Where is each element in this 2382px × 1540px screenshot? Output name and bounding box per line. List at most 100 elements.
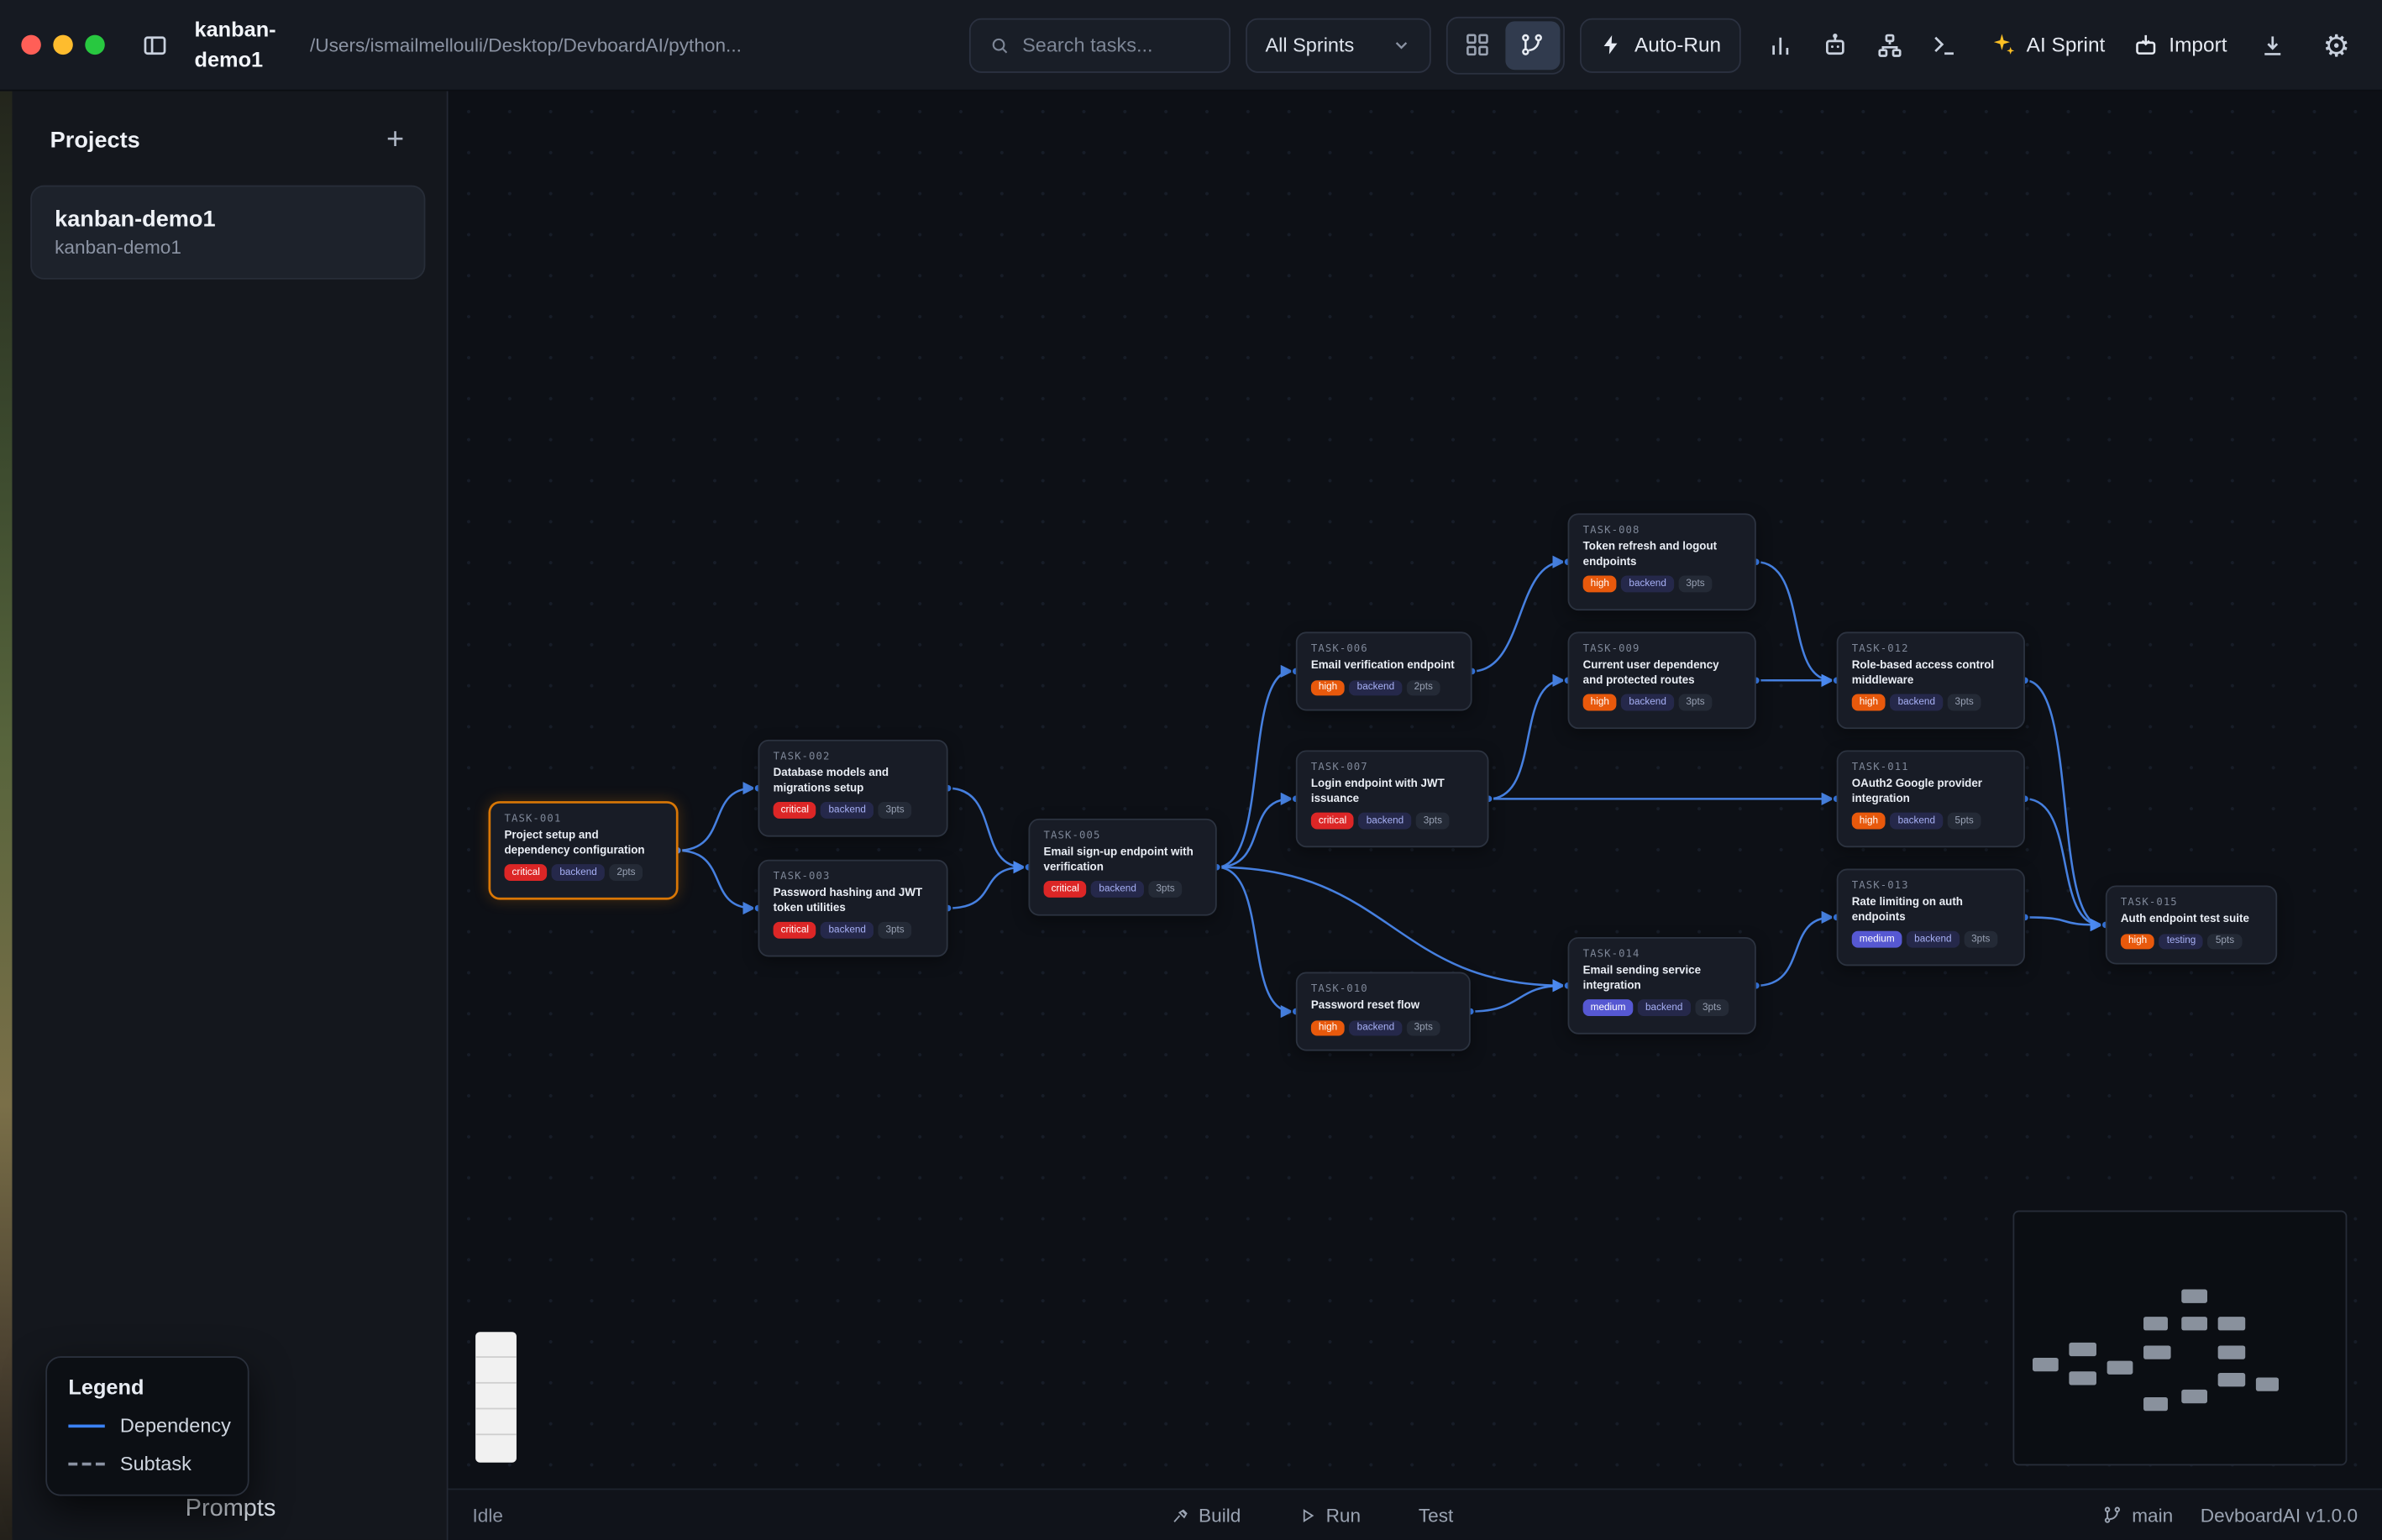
sidebar-item-label: Prompts [185, 1495, 276, 1522]
task-id: TASK-015 [2120, 896, 2178, 909]
chevron-down-icon [1395, 42, 1408, 50]
task-title: Project setup and dependency configurati… [504, 827, 645, 856]
task-title: Email sending service integration [1582, 962, 1702, 992]
run-button[interactable]: Run [1289, 1503, 1370, 1527]
legend-label: Dependency [119, 1413, 231, 1438]
import-label: Import [2169, 33, 2227, 56]
build-button[interactable]: Build [1162, 1503, 1251, 1527]
task-id: TASK-010 [1310, 982, 1368, 995]
play-icon [1303, 1508, 1314, 1522]
tag-badge: backend [1091, 881, 1144, 898]
legend-title: Legend [68, 1374, 144, 1399]
stats-panel-button[interactable] [1756, 20, 1805, 69]
task-id: TASK-013 [1851, 879, 1909, 892]
task-id: TASK-006 [1310, 642, 1368, 655]
minimap[interactable] [2012, 1210, 2348, 1466]
minimap-node [2181, 1289, 2208, 1303]
zoom-window-button[interactable] [85, 34, 105, 55]
priority-badge: critical [1043, 881, 1087, 898]
priority-badge: high [1851, 694, 1886, 711]
priority-badge: high [1582, 694, 1617, 711]
task-title: Current user dependency and protected ro… [1582, 657, 1719, 686]
tag-badge: testing [2159, 933, 2204, 951]
tag-badge: backend [1621, 575, 1674, 593]
agent-panel-button[interactable] [1811, 20, 1860, 69]
points-badge: 3pts [878, 922, 912, 939]
close-window-button[interactable] [21, 34, 41, 55]
legend-popup: Legend Dependency Subtask [45, 1356, 249, 1496]
ai-sprint-label: AI Sprint [2026, 33, 2106, 56]
add-project-button[interactable]: + [380, 124, 411, 155]
minimap-node [2033, 1357, 2059, 1371]
points-badge: 2pts [1406, 679, 1440, 697]
points-badge: 2pts [609, 864, 643, 882]
search-input[interactable]: Search tasks... [968, 17, 1230, 72]
test-button[interactable]: Test [1409, 1503, 1462, 1527]
minimize-window-button[interactable] [53, 34, 73, 55]
priority-badge: critical [1310, 813, 1355, 830]
tag-badge: backend [552, 864, 605, 882]
sidebar-item-prompts[interactable]: Prompts [186, 1496, 276, 1524]
minimap-node [2107, 1360, 2133, 1375]
points-badge: 3pts [1678, 575, 1713, 593]
project-title: kanban-demo1 [194, 16, 276, 71]
auto-run-button[interactable]: Auto-Run [1579, 17, 1741, 72]
graph-view-button[interactable] [1505, 20, 1561, 70]
project-list-item[interactable]: kanban-demo1 kanban-demo1 [30, 185, 426, 280]
project-path: /Users/ismailmellouli/Desktop/DevboardAI… [309, 34, 742, 56]
download-icon [2264, 35, 2281, 55]
minimap-node [2255, 1376, 2280, 1391]
statusbar: Idle Build Run Test main DevboardAI v1.0… [448, 1488, 2382, 1540]
tag-badge: backend [1358, 813, 1412, 830]
task-title: Password hashing and JWT token utilities [773, 885, 923, 914]
task-id: TASK-007 [1310, 761, 1368, 773]
download-button[interactable] [2248, 20, 2297, 69]
terminal-icon [1934, 35, 1954, 55]
priority-badge: medium [1582, 999, 1634, 1017]
ai-sprint-button[interactable]: AI Sprint [1984, 32, 2112, 58]
minimap-node [2070, 1342, 2096, 1357]
bot-icon [1825, 33, 1844, 55]
task-title: Rate limiting on auth endpoints [1851, 894, 1963, 923]
project-description: kanban-demo1 [55, 237, 181, 259]
points-badge: 3pts [1694, 999, 1729, 1017]
sidebar-toggle-button[interactable] [131, 20, 180, 69]
minimap-node [2070, 1370, 2096, 1385]
task-title: Database models and migrations setup [773, 765, 889, 794]
settings-button[interactable]: ⚙ [2312, 20, 2361, 69]
tag-badge: backend [1890, 694, 1944, 711]
workflow-panel-button[interactable] [1865, 20, 1914, 69]
task-id: TASK-009 [1582, 642, 1640, 655]
terminal-panel-button[interactable] [1920, 20, 1969, 69]
lightning-bolt-icon [1603, 35, 1618, 55]
git-branch-indicator[interactable]: main [2103, 1504, 2173, 1526]
sprint-filter-select[interactable]: All Sprints [1245, 17, 1431, 72]
import-button[interactable]: Import [2127, 32, 2233, 58]
grid-view-button[interactable] [1451, 20, 1505, 69]
legend-item-subtask: Subtask [68, 1452, 226, 1475]
titlebar: kanban-demo1 /Users/ismailmellouli/Deskt… [0, 0, 2382, 92]
task-id: TASK-008 [1582, 523, 1640, 537]
